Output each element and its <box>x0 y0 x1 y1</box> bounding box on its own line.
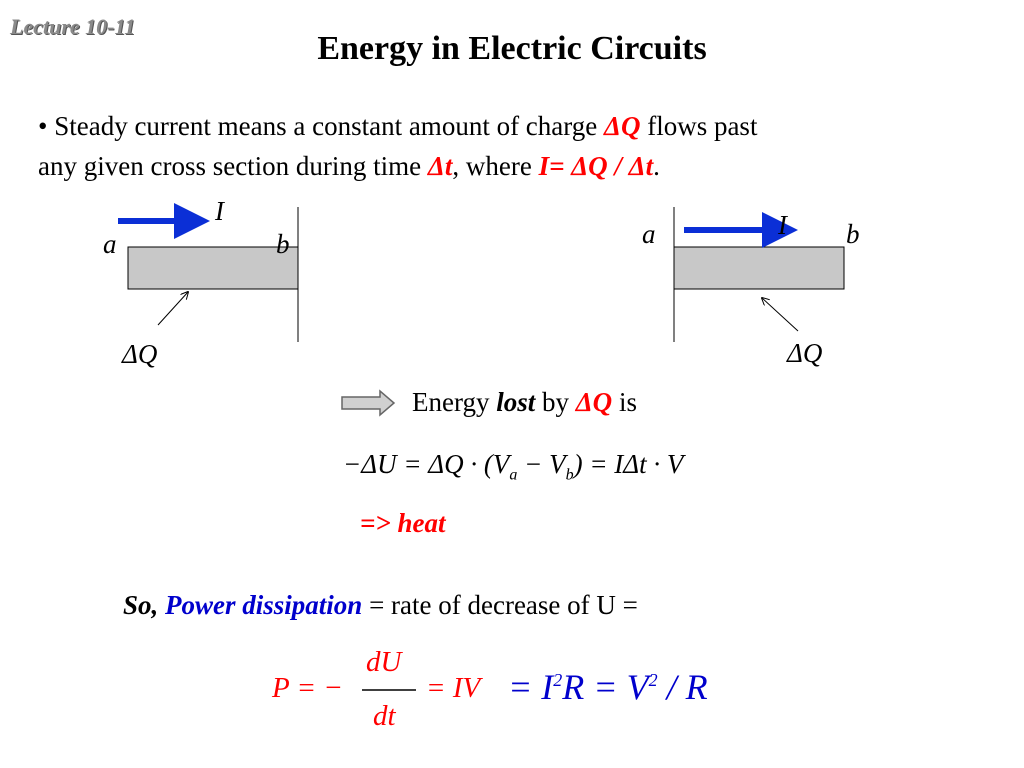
slide-title: Energy in Electric Circuits <box>317 30 707 67</box>
eq2-p: P = − <box>272 672 343 704</box>
right-a-label: a <box>642 219 656 249</box>
energy-by: by <box>535 387 576 417</box>
left-diagram <box>118 203 299 342</box>
left-b-label: b <box>276 229 290 259</box>
delta-q-term: ΔQ <box>604 111 641 141</box>
left-current-label: I <box>215 196 224 226</box>
left-a-label: a <box>103 229 117 259</box>
bullet-period: . <box>653 151 660 181</box>
heat-label: => heat <box>360 508 446 538</box>
bullet-line2-text: any given cross section during time <box>38 151 428 181</box>
power-line: So, Power dissipation = rate of decrease… <box>123 590 638 621</box>
right-b-label: b <box>846 219 860 249</box>
eq1-sub-b: b <box>565 466 574 484</box>
energy-prefix: Energy <box>412 387 497 417</box>
energy-lost-word: lost <box>496 387 536 417</box>
energy-delta-q: ΔQ <box>575 387 613 417</box>
eq2-r-v: R = V <box>562 667 649 707</box>
eq2-numerator: dU <box>366 646 402 678</box>
eq2-power-forms: = I2R = V2 / R <box>508 666 708 708</box>
power-dissipation-term: Power dissipation <box>165 590 363 620</box>
eq2-over-r: / R <box>657 667 708 707</box>
left-charge-pointer <box>157 292 188 326</box>
right-charge-label: ΔQ <box>787 338 823 368</box>
eq1-mid: − V <box>517 449 566 479</box>
delta-t-term: Δt <box>427 151 453 181</box>
eq2-sq2: 2 <box>648 670 658 690</box>
eq2-iv: = IV <box>426 672 481 704</box>
implies-arrow-icon <box>341 389 396 417</box>
bullet-where: , where <box>452 151 539 181</box>
power-rest: = rate of decrease of U = <box>362 590 638 620</box>
right-charge-pointer <box>762 298 799 332</box>
eq1-rhs: ) = IΔt · V <box>573 449 684 479</box>
eq2-i: = I <box>508 667 554 707</box>
energy-lost-line: Energy lost by ΔQ is <box>412 387 637 418</box>
eq1-sub-a: a <box>509 466 518 484</box>
eq2-denominator: dt <box>373 700 396 732</box>
bullet-line1-tail: flows past <box>640 111 758 141</box>
lecture-label: Lecture 10-11 <box>10 14 136 39</box>
right-conductor-bar <box>673 246 845 290</box>
eq1-lhs: −ΔU = ΔQ · (V <box>343 449 510 479</box>
eq2-sq1: 2 <box>553 670 563 690</box>
current-formula: I= ΔQ / Δt <box>538 151 654 181</box>
right-current-label: I <box>778 210 787 240</box>
energy-equation: −ΔU = ΔQ · (Va − Vb) = IΔt · V <box>343 449 683 484</box>
energy-is: is <box>612 387 637 417</box>
power-so: So, <box>123 590 159 620</box>
right-diagram <box>673 207 845 342</box>
bullet-line1-text: • Steady current means a constant amount… <box>38 111 605 141</box>
left-conductor-bar <box>127 246 299 290</box>
left-charge-label: ΔQ <box>122 339 158 369</box>
bullet-text: • Steady current means a constant amount… <box>38 106 757 186</box>
